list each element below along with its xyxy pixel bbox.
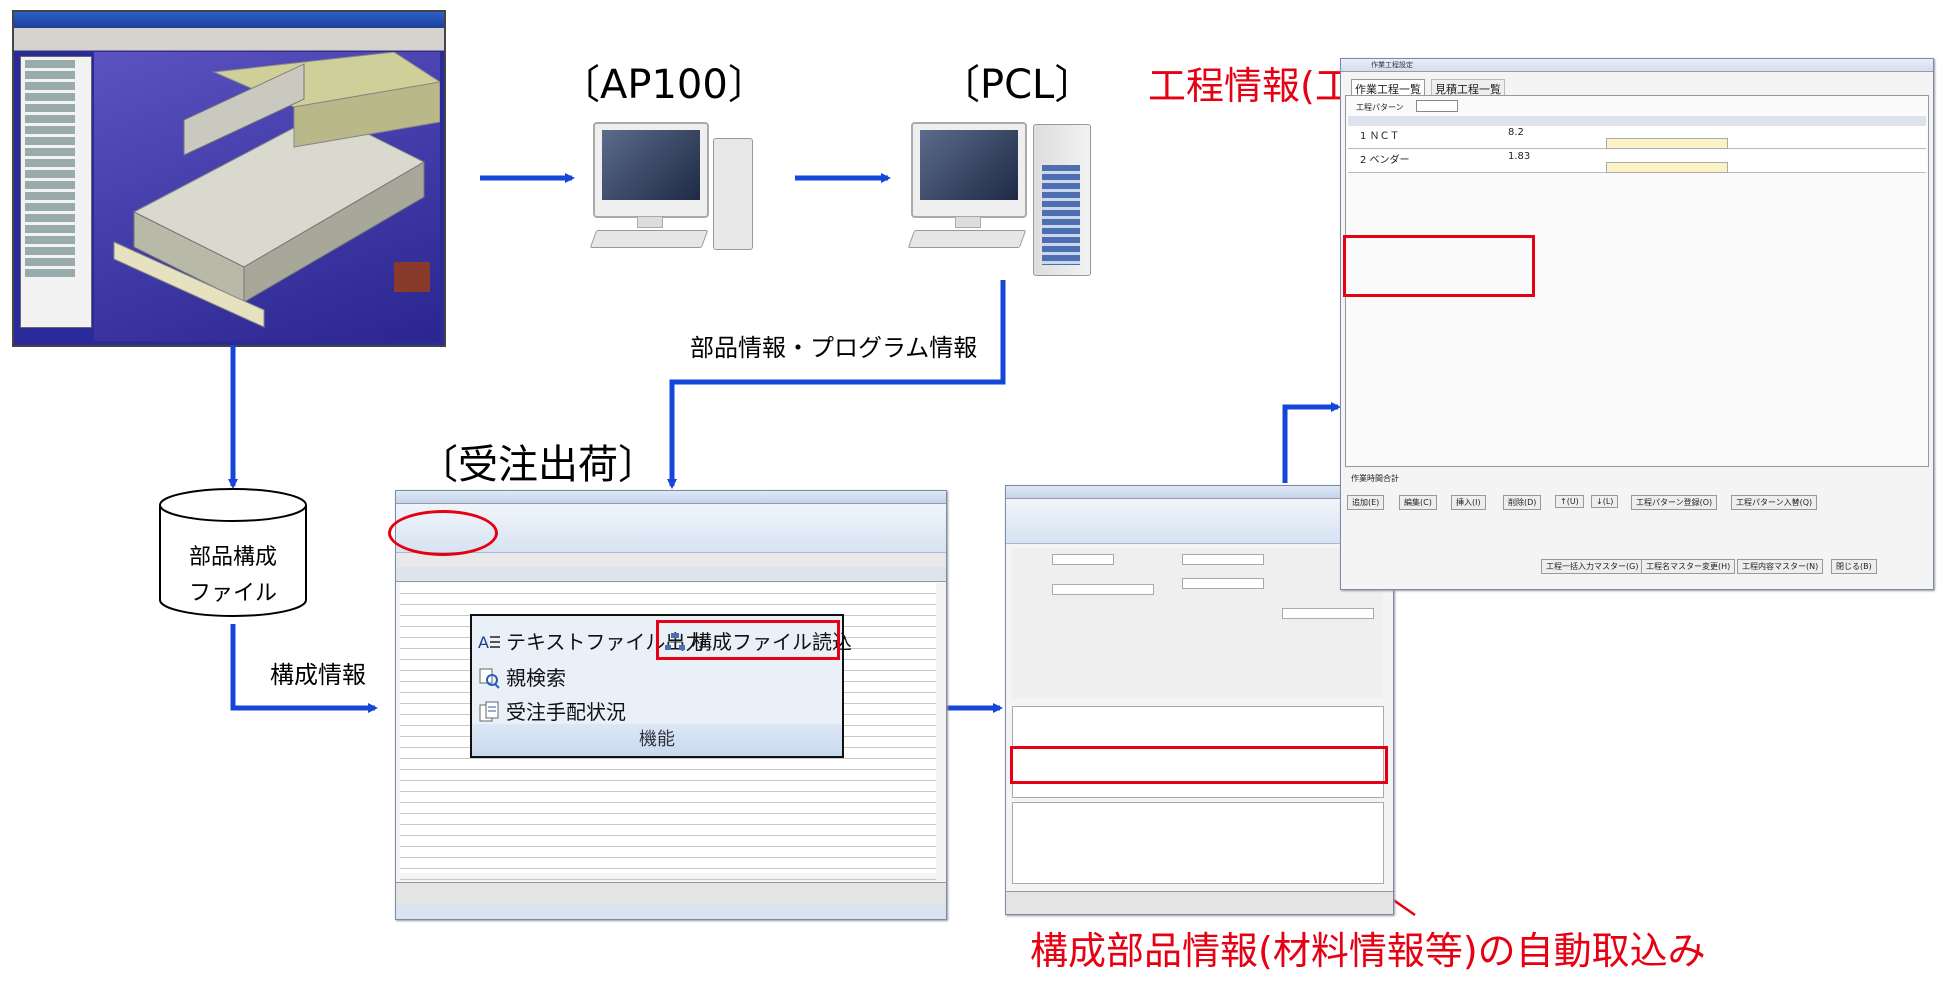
- process-name-master-button[interactable]: 工程名マスター変更(H): [1641, 559, 1736, 574]
- function-group-label: 機能: [472, 724, 842, 756]
- ap100-label: 〔AP100〕: [560, 62, 768, 108]
- db-label-line1: 部品構成: [188, 545, 277, 570]
- parts-detail-window: [1005, 485, 1394, 915]
- process-row-2-time: 1.83: [1508, 151, 1531, 162]
- process-rows-highlight: [1343, 235, 1535, 297]
- parts-structure-file: 部品構成 ファイル: [163, 540, 303, 612]
- window-titlebar: [1006, 486, 1393, 499]
- pcl-computer: [905, 118, 1095, 278]
- search-icon: [479, 668, 500, 689]
- cad-screenshot: [12, 10, 446, 347]
- move-down-button[interactable]: ↓(L): [1591, 495, 1619, 508]
- monitor-icon: [593, 122, 709, 218]
- edit-button[interactable]: 編集(C): [1399, 495, 1437, 510]
- cad-titlebar: [14, 12, 444, 28]
- pattern-replace-button[interactable]: 工程パターン入替(Q): [1731, 495, 1818, 510]
- ap100-computer: [585, 118, 755, 258]
- keyboard-icon: [907, 230, 1027, 248]
- process-row-1-time: 8.2: [1508, 127, 1524, 138]
- parent-search-button[interactable]: 親検索: [478, 662, 566, 691]
- cad-3d-view: [94, 51, 442, 341]
- structure-file-read-label: 構成ファイル読込: [692, 630, 852, 654]
- window-title: 作業工程設定: [1371, 61, 1413, 69]
- structure-file-read-button[interactable]: 構成ファイル読込: [664, 626, 852, 655]
- order-status-label: 受注手配状況: [506, 700, 626, 724]
- ribbon-highlight-oval: [388, 510, 498, 556]
- order-status-button[interactable]: 受注手配状況: [478, 696, 626, 725]
- monitor-icon: [911, 122, 1027, 218]
- svg-text:A: A: [478, 633, 489, 652]
- parent-search-label: 親検索: [506, 666, 566, 690]
- text-export-icon: A: [478, 633, 500, 652]
- cad-model-icon: [113, 51, 442, 328]
- work-time-total: 作業時間合計: [1351, 474, 1399, 483]
- cad-model-tree: [20, 56, 92, 328]
- tower-icon: [713, 138, 753, 250]
- component-info-callout: 構成部品情報(材料情報等)の自動取込み: [1030, 929, 1706, 973]
- bulk-input-master-button[interactable]: 工程一括入力マスター(G): [1541, 559, 1644, 574]
- window-titlebar: 作業工程設定: [1341, 59, 1933, 72]
- ribbon: [1006, 499, 1393, 544]
- cad-menubar: [14, 28, 444, 51]
- structure-tree-icon: [665, 633, 685, 650]
- add-button[interactable]: 追加(E): [1347, 495, 1385, 510]
- process-row-1-name: 1 ＮＣＴ: [1360, 131, 1400, 142]
- server-tower-icon: [1033, 124, 1091, 276]
- move-up-button[interactable]: ↑(U): [1555, 495, 1584, 508]
- insert-button[interactable]: 挿入(I): [1451, 495, 1486, 510]
- tab-estimate-process-list[interactable]: 見積工程一覧: [1431, 79, 1505, 99]
- process-row-2-name: 2 ベンダー: [1360, 155, 1410, 166]
- delete-button[interactable]: 削除(D): [1503, 495, 1542, 510]
- process-pattern-label: 工程パターン: [1356, 103, 1404, 112]
- structure-read-highlight: [656, 620, 840, 660]
- db-label-line2: ファイル: [188, 581, 277, 606]
- component-rows-highlight: [1010, 746, 1388, 784]
- pcl-label: 〔PCL〕: [940, 62, 1095, 108]
- order-shipping-label: 〔受注出荷〕: [418, 442, 658, 488]
- pattern-register-button[interactable]: 工程パターン登録(O): [1631, 495, 1718, 510]
- process-content-master-button[interactable]: 工程内容マスター(N): [1737, 559, 1824, 574]
- keyboard-icon: [589, 230, 709, 248]
- close-button[interactable]: 閉じる(B): [1831, 559, 1877, 574]
- window-titlebar: [396, 491, 946, 504]
- document-icon: [479, 701, 499, 722]
- parts-program-info-label: 部品情報・プログラム情報: [690, 334, 978, 362]
- structure-info-label: 構成情報: [270, 661, 366, 689]
- process-settings-window: 作業工程設定 作業工程一覧 見積工程一覧 工程パターン 1 ＮＣＴ 8.2 2 …: [1340, 58, 1934, 590]
